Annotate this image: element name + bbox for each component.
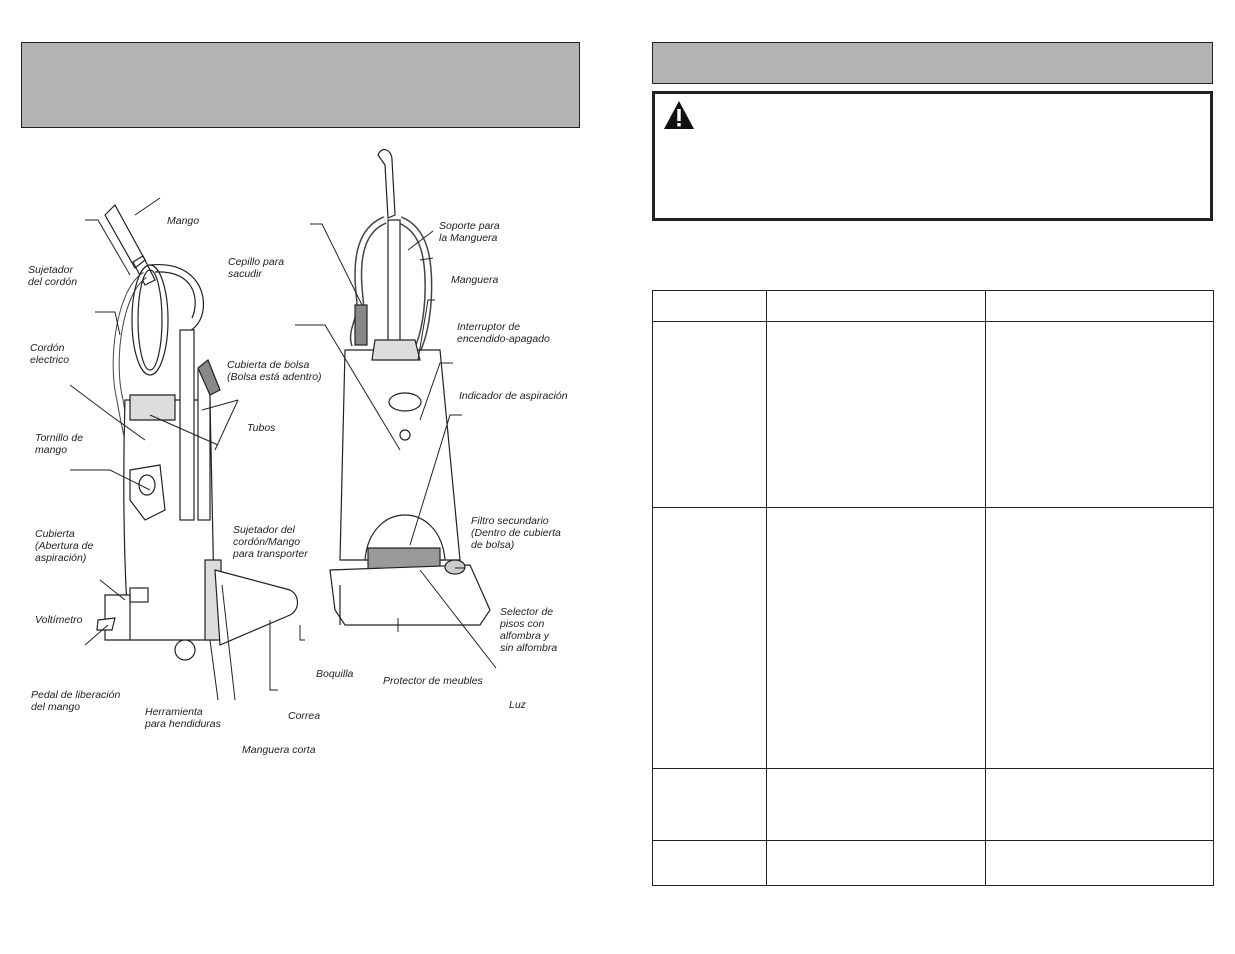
table-cell bbox=[765, 321, 987, 509]
table-cell bbox=[765, 507, 987, 769]
label-correa: Correa bbox=[288, 710, 321, 722]
table-cell bbox=[985, 839, 1214, 887]
label-cepillo: Cepillo para sacudir bbox=[228, 256, 285, 280]
table-cell bbox=[652, 839, 767, 887]
troubleshooting-table bbox=[652, 289, 1214, 887]
label-mango: Mango bbox=[167, 215, 200, 227]
label-tubos: Tubos bbox=[247, 422, 276, 434]
table-cell bbox=[985, 507, 1214, 769]
table-row bbox=[652, 767, 1214, 841]
table-cell bbox=[985, 321, 1214, 509]
label-herramienta: Herramienta para hendiduras bbox=[145, 706, 221, 730]
label-filtro: Filtro secundario (Dentro de cubierta de… bbox=[471, 515, 561, 551]
rear-vacuum-illustration bbox=[96, 204, 299, 661]
front-vacuum-illustration bbox=[329, 148, 491, 626]
label-boquilla: Boquilla bbox=[316, 668, 354, 680]
label-manguera-corta: Manguera corta bbox=[242, 744, 316, 756]
table-row bbox=[652, 507, 1214, 769]
table-cell bbox=[985, 767, 1214, 841]
table-cell bbox=[765, 289, 987, 323]
label-luz: Luz bbox=[509, 699, 526, 711]
table-header-row bbox=[652, 289, 1214, 323]
label-sujetador-cordon: Sujetador del cordón bbox=[28, 264, 78, 288]
label-soporte-manguera: Soporte para la Manguera bbox=[439, 220, 500, 244]
warning-box bbox=[652, 91, 1213, 221]
label-sujetador-mango: Sujetador del cordón/Mango para transpor… bbox=[233, 524, 308, 560]
label-voltimetro: Voltímetro bbox=[35, 614, 83, 626]
label-cubierta-abertura: Cubierta (Abertura de aspiración) bbox=[35, 528, 94, 564]
table-row bbox=[652, 839, 1214, 887]
label-tornillo: Tornillo de mango bbox=[35, 432, 84, 456]
label-manguera: Manguera bbox=[451, 274, 499, 286]
right-header-bar bbox=[652, 42, 1213, 84]
label-interruptor: Interruptor de encendido-apagado bbox=[457, 321, 550, 345]
table-cell bbox=[765, 839, 987, 887]
label-cordon-electrico: Cordón electrico bbox=[30, 342, 70, 366]
label-protector: Protector de meubles bbox=[383, 675, 483, 687]
callout-lines bbox=[69, 197, 497, 701]
label-selector: Selector de pisos con alfombra y sin alf… bbox=[500, 606, 558, 654]
label-cubierta-bolsa: Cubierta de bolsa (Bolsa está adentro) bbox=[227, 359, 322, 383]
table-cell bbox=[765, 767, 987, 841]
table-cell bbox=[652, 321, 767, 509]
table-cell bbox=[652, 507, 767, 769]
table-cell bbox=[652, 289, 767, 323]
table-cell bbox=[652, 767, 767, 841]
label-pedal: Pedal de liberación del mango bbox=[31, 689, 121, 713]
warning-icon bbox=[664, 101, 694, 129]
table-row bbox=[652, 321, 1214, 509]
label-indicador: Indicador de aspiración bbox=[459, 390, 568, 402]
table-cell bbox=[985, 289, 1214, 323]
left-header-bar bbox=[21, 42, 580, 128]
